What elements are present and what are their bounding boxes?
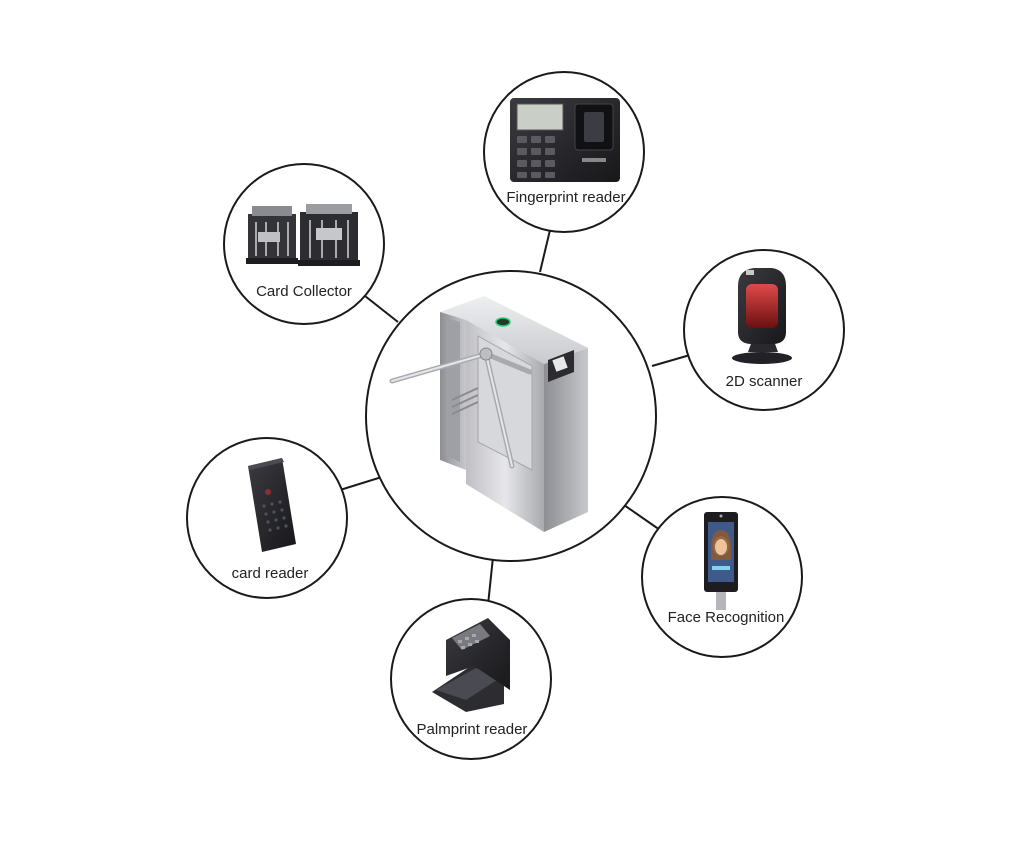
fingerprint-reader-icon <box>510 98 620 182</box>
node-cardreader-label: card reader <box>232 565 309 582</box>
node-palmprint-label: Palmprint reader <box>417 721 528 738</box>
card-collector-icon <box>246 204 360 266</box>
connector-scanner <box>651 354 691 367</box>
node-fingerprint-label: Fingerprint reader <box>506 189 625 206</box>
face-recognition-icon <box>704 512 738 610</box>
indicator-light <box>495 317 511 327</box>
node-face-label: Face Recognition <box>668 609 785 626</box>
hub-turnstile <box>365 270 657 562</box>
node-scanner: 2D scanner <box>683 249 845 411</box>
node-fingerprint: Fingerprint reader <box>483 71 645 233</box>
node-face: Face Recognition <box>641 496 803 658</box>
node-palmprint: Palmprint reader <box>390 598 552 760</box>
connector-cardreader <box>339 475 386 491</box>
connector-fingerprint <box>539 229 551 273</box>
node-cardcollector: Card Collector <box>223 163 385 325</box>
node-cardcollector-label: Card Collector <box>256 283 352 300</box>
palmprint-reader-icon <box>432 618 510 712</box>
connectors <box>339 229 691 606</box>
turnstile-icon <box>389 296 588 532</box>
connector-face <box>623 504 661 531</box>
node-cardreader: card reader <box>186 437 348 599</box>
2d-scanner-icon <box>732 268 792 364</box>
card-reader-icon <box>248 458 296 552</box>
node-scanner-label: 2D scanner <box>726 373 803 390</box>
connector-cardcollector <box>364 295 399 323</box>
connector-palmprint <box>487 556 494 606</box>
